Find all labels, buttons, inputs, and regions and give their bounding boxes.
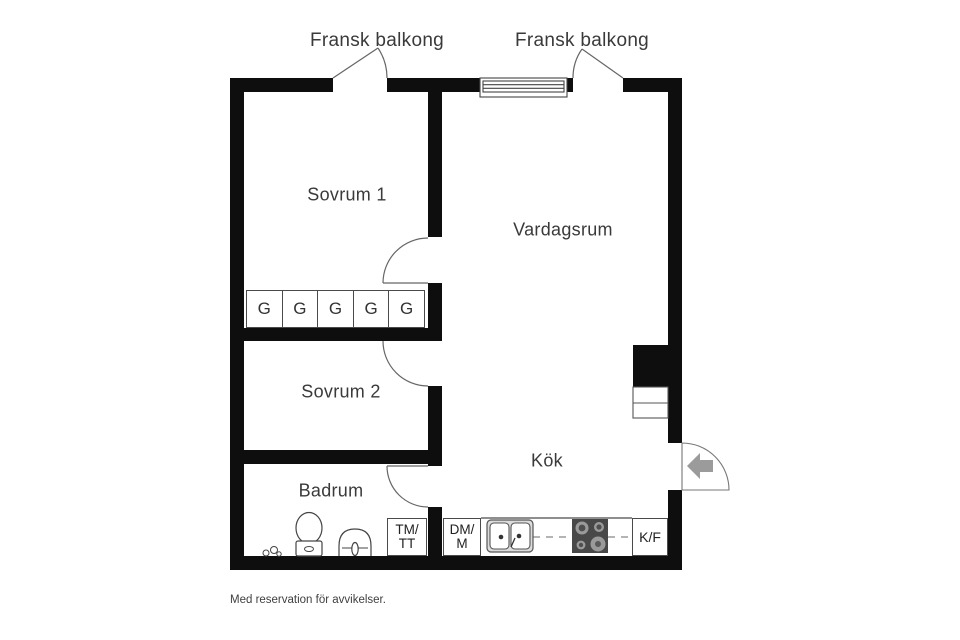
stove-burners-icon [572,519,608,553]
wardrobe-cell: G [318,291,354,327]
fridge-freezer-box: K/F [632,518,668,556]
dishwasher-micro-label-line1: DM/ [449,522,475,538]
wardrobe-cell: G [400,299,414,318]
wardrobe-cell: G [354,291,390,327]
balcony-door-left [332,47,388,79]
wardrobe-row: G G G G G [246,290,425,328]
wardrobe-cell: G [283,291,319,327]
washer-dryer-box: TM/ TT [387,518,427,556]
disclaimer-text: Med reservation för avvikelser. [230,594,386,606]
washer-dryer-label-line2: TT [398,536,416,551]
balcony-label-left: Fransk balkong [309,30,445,51]
bedroom1-door [382,237,429,284]
room-label-bathroom: Badrum [298,480,364,501]
bedroom2-door [382,340,429,387]
window-icon [479,77,568,98]
kitchen-counter [481,517,632,553]
double-sink-icon [486,519,534,553]
bathroom-fixtures [262,511,372,557]
walls [230,78,682,570]
room-label-bedroom2: Sovrum 2 [301,381,381,402]
room-label-bedroom1: Sovrum 1 [307,184,387,205]
toilet-icon [295,511,323,557]
dishwasher-micro-label-line2: M [456,536,468,551]
fridge-freezer-label: K/F [639,528,661,545]
room-label-living: Vardagsrum [513,219,613,240]
dishwasher-micro-box: DM/ M [443,518,481,556]
entrance-arrow-icon [687,453,713,479]
bathroom-door [386,465,429,508]
washer-dryer-label-line1: TM/ [395,522,419,538]
floor-drain-icon [262,546,282,557]
balcony-door-right [572,48,624,79]
round-sink-icon [338,528,372,557]
wardrobe-cell: G [247,291,283,327]
balcony-label-right: Fransk balkong [514,30,650,51]
entrance-door [681,442,730,491]
shaft-solid [633,345,668,387]
shaft-outline [632,386,669,419]
room-label-kitchen: Kök [531,450,563,471]
